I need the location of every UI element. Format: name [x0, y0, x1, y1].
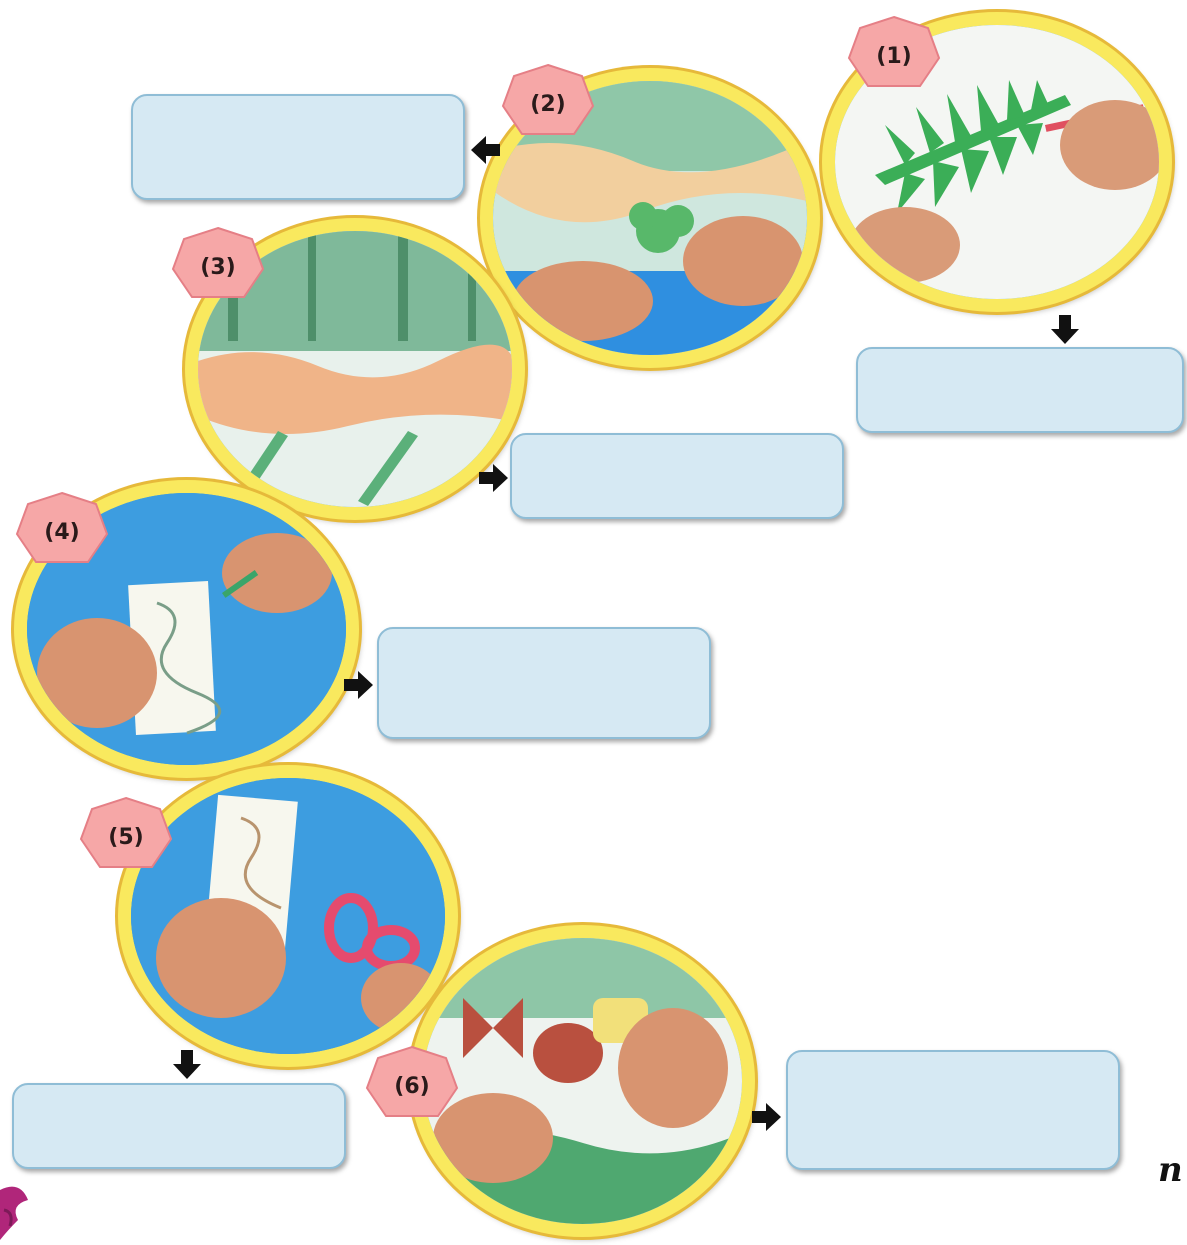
cropped-side-letter: n: [1158, 1150, 1183, 1190]
step-6-number: (6): [394, 1073, 430, 1099]
step-3-answer-box[interactable]: [510, 433, 844, 519]
arrow-down-icon: [172, 1050, 202, 1080]
arrow-right-icon: [344, 670, 374, 700]
step-3-number: (3): [200, 254, 236, 280]
heptagon-badge-shape: [847, 15, 941, 87]
step-2-number: (2): [530, 91, 566, 117]
step-6-photo: [410, 925, 755, 1237]
heptagon-badge-shape: [79, 796, 173, 868]
step-5-answer-box[interactable]: [12, 1083, 346, 1169]
arrow-down-icon: [1050, 315, 1080, 345]
step-5-badge: (5): [78, 795, 174, 879]
step-4-number: (4): [44, 519, 80, 545]
step-1-answer-box[interactable]: [856, 347, 1184, 433]
heptagon-badge-shape: [365, 1045, 459, 1117]
arrow-right-icon: [752, 1102, 782, 1132]
heptagon-badge-shape: [15, 491, 109, 563]
step-6-answer-box[interactable]: [786, 1050, 1120, 1170]
step-4-badge: (4): [14, 490, 110, 574]
step-6-badge: (6): [364, 1044, 460, 1128]
step-5-number: (5): [108, 824, 144, 850]
arrow-left-icon: [470, 135, 500, 165]
step-3-photo: [185, 218, 525, 520]
heptagon-badge-shape: [171, 226, 265, 298]
cutting-card-image: [131, 778, 445, 1054]
step-2-badge: (2): [500, 62, 596, 146]
step-3-badge: (3): [170, 225, 266, 309]
step-1-number: (1): [876, 43, 912, 69]
step-1-badge: (1): [846, 14, 942, 98]
step-4-answer-box[interactable]: [377, 627, 711, 739]
arrow-right-icon: [479, 463, 509, 493]
heptagon-badge-shape: [501, 63, 595, 135]
stencil-sponge-image: [423, 938, 742, 1224]
logo-fragment-icon: [0, 1180, 40, 1245]
step-2-answer-box[interactable]: [131, 94, 465, 200]
